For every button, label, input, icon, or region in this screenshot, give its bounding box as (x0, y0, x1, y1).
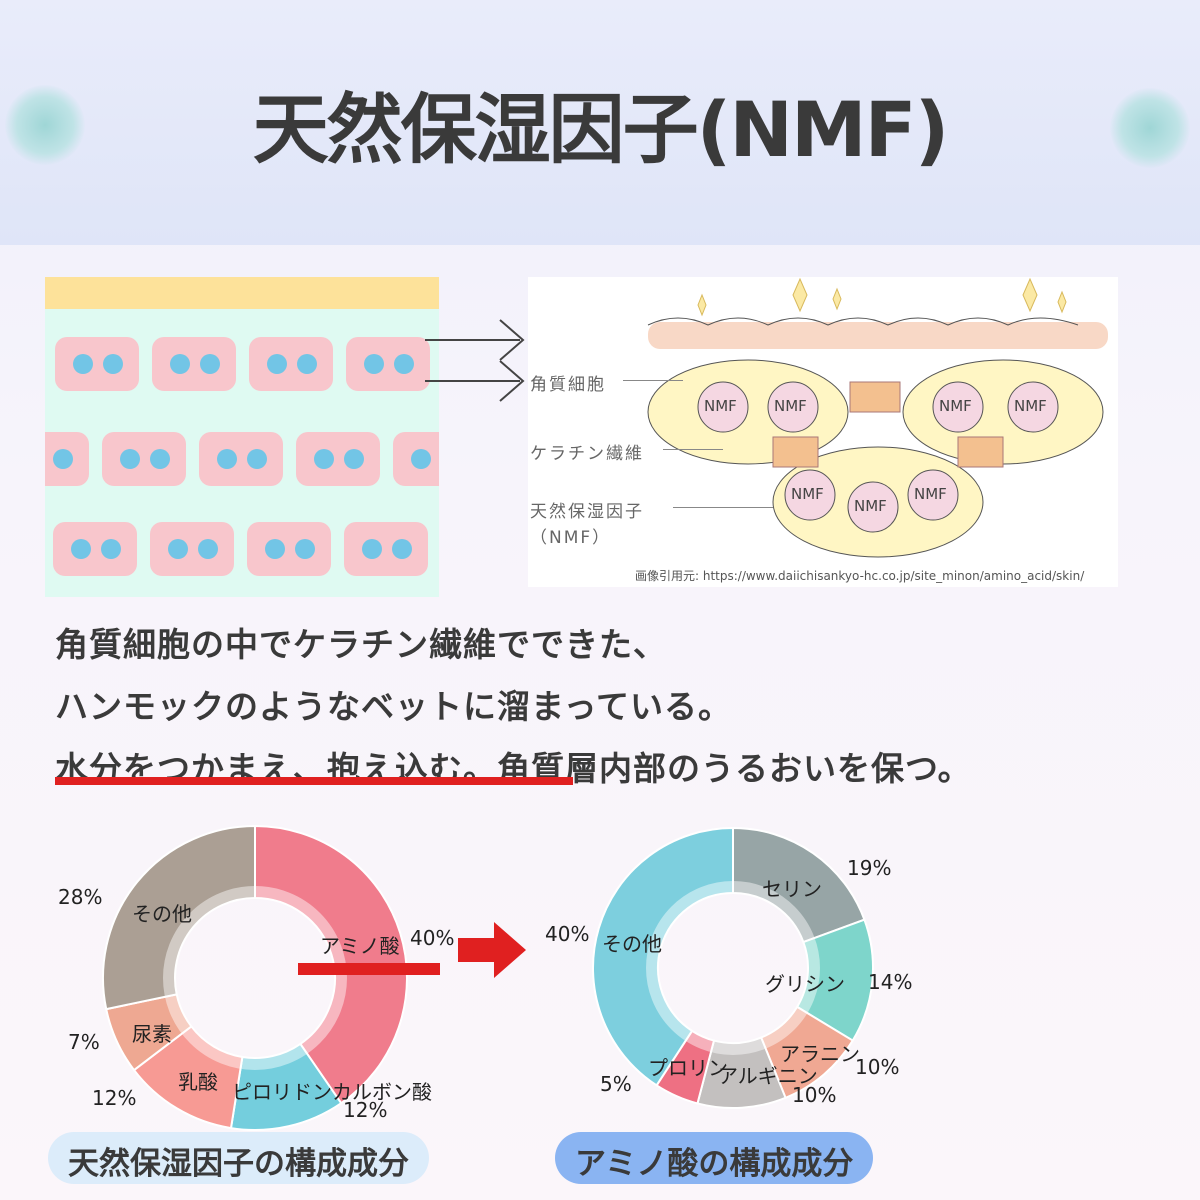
label-アラニン: アラニン (780, 1042, 860, 1066)
label-keratin: ケラチン繊維 (530, 444, 644, 464)
body-line-2: ハンモックのようなベットに溜まっている。 (55, 687, 733, 726)
label-乳酸: 乳酸 (178, 1070, 218, 1094)
skin-cell (199, 432, 283, 486)
nmf-badge: NMF (1014, 397, 1047, 415)
donut-slice-その他 (102, 824, 256, 1011)
nmf-badge: NMF (914, 485, 947, 503)
label-アミノ酸: アミノ酸 (320, 934, 400, 958)
skin-cell (344, 522, 428, 576)
arrows-icon (425, 319, 525, 402)
body-line-3-rest: 角質層内部のうるおいを保つ。 (497, 749, 972, 788)
skin-cell (150, 522, 234, 576)
value-乳酸: 12% (92, 1086, 137, 1110)
donut-inner-ring (646, 881, 820, 1055)
skin-cell (393, 432, 439, 486)
skin-cell (346, 337, 430, 391)
skin-cell (53, 522, 137, 576)
header-banner (0, 0, 1200, 245)
label-セリン: セリン (762, 877, 822, 901)
skin-cell (55, 337, 139, 391)
value-ピロリドンカルボン酸: 12% (343, 1098, 388, 1122)
page-title: 天然保湿因子(NMF) (252, 85, 950, 174)
nmf-badge: NMF (704, 397, 737, 415)
value-アルギニン: 10% (792, 1083, 837, 1107)
skin-cell (102, 432, 186, 486)
label-nmf-abbr: （NMF） (530, 528, 612, 548)
donut-slice-セリン (732, 826, 866, 944)
label-尿素: 尿素 (132, 1022, 172, 1046)
red-underline (55, 777, 573, 785)
label-corneocyte: 角質細胞 (530, 375, 606, 395)
nmf-badge: NMF (774, 397, 807, 415)
label-ピロリドンカルボン酸: ピロリドンカルボン酸 (232, 1080, 432, 1104)
value-その他: 40% (545, 922, 590, 946)
donut-inner-ring (163, 886, 347, 1070)
caption-nmf-composition: 天然保湿因子の構成成分 (48, 1132, 429, 1184)
value-グリシン: 14% (868, 970, 913, 994)
highlight-bar (298, 963, 440, 975)
value-アラニン: 10% (855, 1055, 900, 1079)
donut-slice-アミノ酸 (254, 824, 408, 1105)
label-アルギニン: アルギニン (718, 1064, 818, 1088)
label-nmf: 天然保湿因子 (530, 502, 644, 522)
skin-cell (249, 337, 333, 391)
skin-cell-diagram (45, 277, 439, 597)
decorative-blob (1110, 88, 1190, 168)
value-尿素: 7% (68, 1030, 100, 1054)
label-その他: その他 (602, 932, 662, 956)
skin-cell (247, 522, 331, 576)
value-プロリン: 5% (600, 1072, 632, 1096)
body-line-1: 角質細胞の中でケラチン繊維でできた、 (55, 625, 667, 664)
label-その他: その他 (132, 902, 192, 926)
skin-cell (152, 337, 236, 391)
nmf-badge: NMF (791, 485, 824, 503)
skin-cell (45, 432, 89, 486)
label-プロリン: プロリン (648, 1056, 728, 1080)
arrow-right-icon (458, 922, 526, 978)
value-アミノ酸: 40% (410, 926, 455, 950)
value-セリン: 19% (847, 856, 892, 880)
label-グリシン: グリシン (765, 972, 845, 996)
decorative-blob (5, 85, 85, 165)
nmf-badge: NMF (939, 397, 972, 415)
skin-cell (296, 432, 380, 486)
value-その他: 28% (58, 885, 103, 909)
donut-charts (102, 824, 874, 1131)
image-credit: 画像引用元: https://www.daiichisankyo-hc.co.j… (635, 569, 1085, 583)
nmf-hammock-illustration: NMF NMF NMF NMF NMF NMF NMF 角質細胞 ケラチン繊維 … (528, 277, 1118, 587)
donut-slice-その他 (592, 826, 734, 1087)
nmf-badge: NMF (854, 497, 887, 515)
caption-amino-acid-composition: アミノ酸の構成成分 (555, 1132, 874, 1184)
